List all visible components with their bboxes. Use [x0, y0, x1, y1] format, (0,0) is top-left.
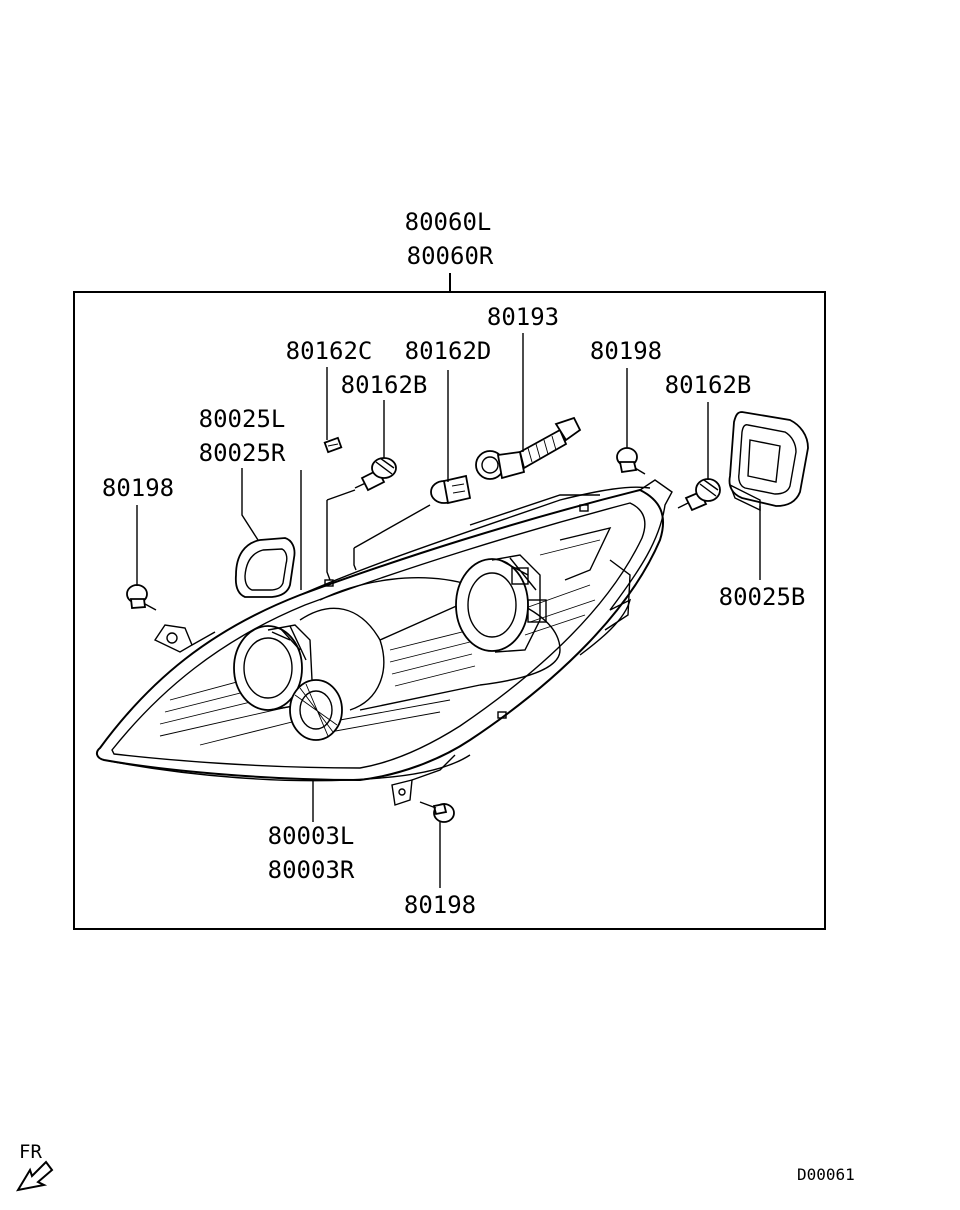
screw-bottom — [419, 801, 455, 823]
screw-top — [616, 447, 646, 475]
label-80060r: 80060R — [407, 242, 494, 270]
label-80003r: 80003R — [268, 856, 355, 884]
label-80198-top: 80198 — [590, 337, 662, 365]
fr-arrow-icon — [15, 1160, 54, 1192]
headlamp-housing — [95, 479, 673, 806]
label-80198-left: 80198 — [102, 474, 174, 502]
label-80162b-right: 80162B — [665, 371, 752, 399]
diagram-code: D00061 — [797, 1165, 855, 1184]
bulb-80162b-right — [677, 478, 721, 512]
label-80162b-left: 80162B — [341, 371, 428, 399]
front-direction-indicator: FR — [15, 1141, 54, 1192]
label-80003l: 80003L — [268, 822, 355, 850]
label-80198-bottom: 80198 — [404, 891, 476, 919]
dust-cap-left — [234, 537, 296, 598]
label-80060l: 80060L — [405, 208, 492, 236]
label-80193: 80193 — [487, 303, 559, 331]
bulb-80162d — [430, 474, 472, 505]
label-80162d: 80162D — [405, 337, 492, 365]
label-80025l: 80025L — [199, 405, 286, 433]
cover-80025b — [728, 411, 809, 512]
leader-lines — [136, 333, 761, 888]
wiring-harness-80193 — [475, 416, 582, 480]
screw-left — [126, 584, 157, 611]
label-80025b: 80025B — [719, 583, 806, 611]
bulb-80162c — [323, 436, 343, 454]
label-80162c: 80162C — [286, 337, 373, 365]
fr-label: FR — [19, 1141, 42, 1163]
label-80025r: 80025R — [199, 439, 286, 467]
bulb-80162b-left — [354, 457, 397, 492]
